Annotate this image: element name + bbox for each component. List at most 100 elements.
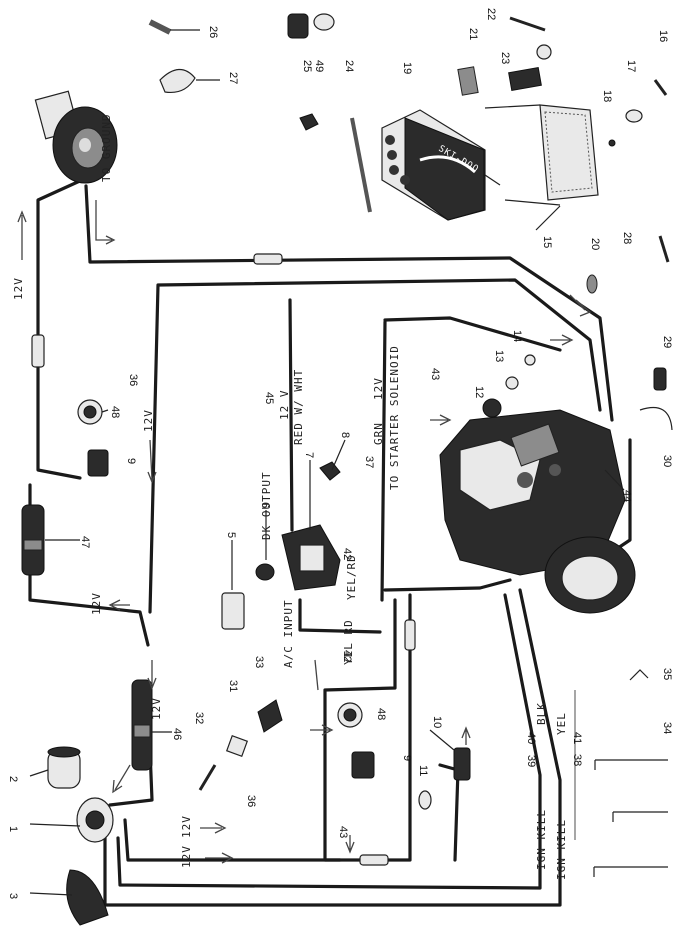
wire-harness-left [28, 483, 150, 647]
wire-bottom-loop-1 [103, 588, 562, 907]
label-12v-harness: 12V [150, 697, 163, 720]
part-number-14: 14 [511, 330, 523, 342]
part-31 [225, 734, 249, 758]
part-number-11: 11 [417, 765, 429, 776]
part-number-38: 38 [571, 754, 583, 766]
part-24 [350, 117, 372, 213]
part-number-6: 6 [259, 502, 271, 508]
part-number-22: 22 [485, 8, 497, 20]
part-number-15: 15 [541, 236, 553, 248]
part-number-35: 35 [661, 668, 673, 680]
label-to-ground: TO GROUND [100, 113, 113, 182]
wire-left-main [148, 278, 602, 614]
part-number-45: 45 [263, 392, 275, 404]
part-number-25: 25 [301, 60, 313, 72]
part-number-44: 44 [621, 490, 633, 502]
part-number-9-lower: 9 [401, 755, 413, 761]
fuse-holder-mid [404, 619, 416, 651]
fuse-holder-top [253, 253, 283, 265]
part-33 [257, 699, 283, 733]
part-number-29: 29 [661, 336, 673, 348]
connectors [31, 253, 416, 866]
part-23 [536, 44, 552, 60]
part-number-21: 21 [467, 28, 479, 40]
part-number-28: 28 [621, 232, 633, 244]
part-number-24: 24 [343, 60, 355, 72]
rubber-boot [66, 869, 109, 926]
wire-starter-solenoid [383, 316, 562, 352]
wire-solenoid-drop [380, 320, 387, 602]
part-number-48-lower: 48 [375, 708, 387, 720]
part-number-41: 41 [571, 732, 583, 744]
part-20 [586, 274, 598, 294]
label-ac-input: A/C INPUT [282, 599, 295, 668]
part-number-3: 3 [7, 893, 19, 899]
part-number-39: 39 [525, 755, 537, 767]
part-number-42-lower: 42 [341, 650, 353, 662]
part-number-37: 37 [363, 456, 375, 468]
part-5 [221, 592, 245, 630]
label-12v-output: 12 V [278, 390, 291, 421]
part-11 [418, 790, 432, 810]
label-dk-output: DK OUTPUT [260, 471, 273, 540]
label-red-wht: RED W/ WHT [292, 369, 305, 445]
part-25 [287, 13, 309, 39]
part-number-40: 40 [525, 732, 537, 744]
part-number-47: 47 [79, 536, 91, 548]
label-yel-rd-lower: YEL RD [342, 619, 355, 665]
part-number-34: 34 [661, 722, 673, 734]
part-number-17: 17 [625, 60, 637, 72]
part-number-1: 1 [7, 826, 19, 832]
wire-ground-run [84, 184, 614, 422]
part-number-32: 32 [193, 712, 205, 724]
part-10 [453, 747, 471, 781]
part-number-5: 5 [225, 532, 237, 538]
part-12 [482, 398, 502, 418]
part-25-nut [299, 113, 319, 131]
label-12v-top: 12V [12, 277, 25, 300]
battery: SKI-DOO [381, 109, 486, 221]
part-number-42-upper: 42 [341, 548, 353, 560]
engine [439, 409, 636, 614]
part-9-lower [351, 751, 375, 779]
part-number-20: 20 [589, 238, 601, 250]
leader-lines [29, 29, 625, 896]
label-12v-bottom-b: 12V [180, 845, 193, 868]
part-number-43-lower: 43 [337, 826, 349, 838]
part-35 [629, 669, 649, 681]
part-8 [319, 461, 341, 481]
part-number-9-upper: 9 [125, 458, 137, 464]
part-number-12: 12 [473, 386, 485, 398]
part-9-upper [87, 449, 109, 477]
part-number-33: 33 [253, 656, 265, 668]
label-12v-left-low: 12V [90, 592, 103, 615]
part-number-27: 27 [227, 72, 239, 84]
part-number-2: 2 [7, 776, 19, 782]
part-number-49: 49 [313, 60, 325, 72]
part-26 [148, 19, 172, 35]
label-12v-bottom-a: 12V [180, 815, 193, 838]
part-number-18: 18 [601, 90, 613, 102]
label-12v-solenoid: 12V [372, 377, 385, 400]
part-number-8: 8 [339, 432, 351, 438]
label-grn: GRN [372, 422, 385, 445]
switches [77, 399, 471, 810]
part-27 [159, 68, 196, 94]
wire-ac-input [298, 598, 382, 634]
wire-bottom-loop-3 [123, 593, 412, 862]
label-yel-rd-upper: YEL/RD [345, 554, 358, 600]
wire-labels: TO GROUND 12V 12V 12V 12V 12V 12V 12 V 1… [12, 113, 568, 880]
ignition-switch [47, 746, 114, 926]
regulator [221, 461, 341, 630]
part-30 [639, 406, 673, 431]
part-21b [508, 66, 542, 92]
wire-starter-to-harness [36, 178, 84, 480]
harness-connectors [21, 504, 153, 771]
part-6 [255, 563, 275, 581]
part-number-46: 46 [171, 728, 183, 740]
wire-right-harness [383, 578, 512, 592]
part-14 [524, 354, 536, 366]
starter-motor [34, 90, 118, 184]
part-number-23: 23 [499, 52, 511, 64]
